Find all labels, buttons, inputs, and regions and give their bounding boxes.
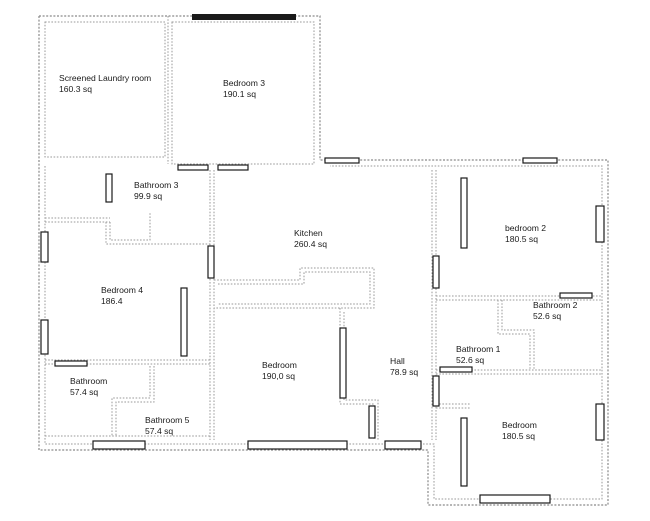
room-area: 57.4 sq bbox=[70, 387, 99, 397]
room-name: Bathroom 3 bbox=[134, 180, 179, 190]
exterior-walls bbox=[38, 15, 609, 506]
room-name: Screened Laundry room bbox=[59, 73, 152, 83]
room-label-bathroom-3: Bathroom 3 99.9 sq bbox=[134, 180, 178, 202]
room-label-bedroom-2: bedroom 2 180.5 sq bbox=[505, 223, 546, 245]
room-label-bedroom-4: Bedroom 4 186.4 bbox=[101, 285, 143, 307]
room-area: 180.5 sq bbox=[502, 431, 535, 441]
windows bbox=[40, 14, 605, 504]
room-label-bathroom-5: Bathroom 5 57.4 sq bbox=[145, 415, 189, 437]
room-name: Bedroom bbox=[262, 360, 297, 370]
room-label-bedroom-southeast: Bedroom 180.5 sq bbox=[502, 420, 537, 442]
room-area: 160.3 sq bbox=[59, 84, 92, 94]
room-label-bedroom: Bedroom 190,0 sq bbox=[262, 360, 297, 382]
room-area: 57.4 sq bbox=[145, 426, 174, 436]
room-label-bedroom-3: Bedroom 3 190.1 sq bbox=[223, 78, 265, 100]
room-area: 180.5 sq bbox=[505, 234, 538, 244]
room-name: Hall bbox=[390, 356, 405, 366]
room-area: 99.9 sq bbox=[134, 191, 163, 201]
room-area: 52.6 sq bbox=[533, 311, 562, 321]
room-name: Bathroom 1 bbox=[456, 344, 501, 354]
room-area: 52.6 sq bbox=[456, 355, 485, 365]
room-label-bathroom-2: Bathroom 2 52.6 sq bbox=[533, 300, 577, 322]
room-name: Bathroom 5 bbox=[145, 415, 190, 425]
room-label-kitchen: Kitchen 260.4 sq bbox=[294, 228, 327, 250]
room-area: 186.4 bbox=[101, 296, 123, 306]
room-label-bathroom-1: Bathroom 1 52.6 sq bbox=[456, 344, 500, 366]
room-label-bathroom: Bathroom 57.4 sq bbox=[70, 376, 107, 398]
room-area: 190.1 sq bbox=[223, 89, 256, 99]
room-area: 260.4 sq bbox=[294, 239, 327, 249]
room-name: Bedroom 3 bbox=[223, 78, 266, 88]
room-area: 190,0 sq bbox=[262, 371, 295, 381]
room-label-hall: Hall 78.9 sq bbox=[390, 356, 418, 378]
room-name: Bedroom bbox=[502, 420, 537, 430]
room-label-laundry: Screened Laundry room 160.3 sq bbox=[59, 73, 151, 95]
room-name: Bedroom 4 bbox=[101, 285, 144, 295]
room-name: Bathroom 2 bbox=[533, 300, 578, 310]
room-area: 78.9 sq bbox=[390, 367, 419, 377]
room-name: Kitchen bbox=[294, 228, 323, 238]
room-name: bedroom 2 bbox=[505, 223, 547, 233]
room-name: Bathroom bbox=[70, 376, 108, 386]
